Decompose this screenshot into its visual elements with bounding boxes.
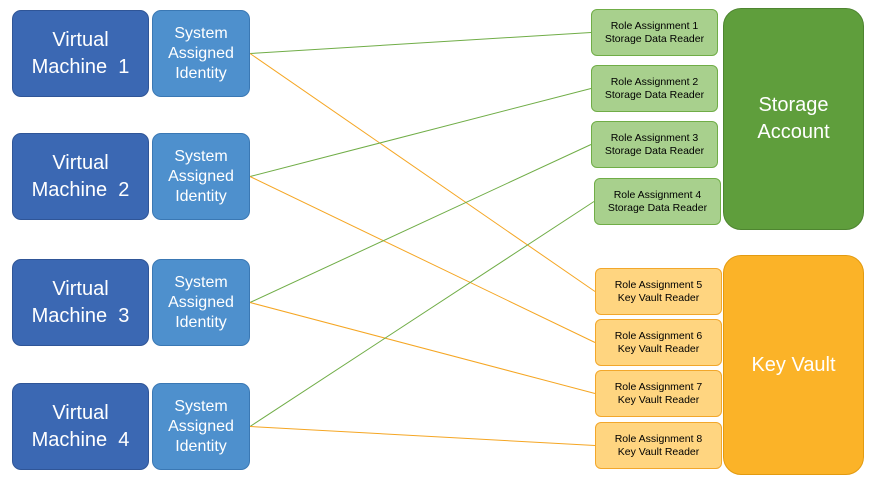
storage-account-line1: Storage bbox=[758, 94, 829, 116]
identity-4-line2: Assigned bbox=[168, 417, 234, 435]
identity-3-box: System Assigned Identity bbox=[152, 259, 250, 346]
connector-identity-3-to-role-3 bbox=[249, 144, 592, 303]
vm-3-label-line1: Virtual bbox=[52, 277, 109, 300]
identity-1-line1: System bbox=[174, 24, 228, 42]
role-assignment-1-title: Role Assignment 1 bbox=[610, 19, 699, 32]
identity-2-line2: Assigned bbox=[168, 167, 234, 185]
role-assignment-8: Role Assignment 8 Key Vault Reader bbox=[595, 422, 722, 469]
role-assignment-5-role: Key Vault Reader bbox=[617, 291, 700, 304]
vm-2-box: Virtual Machine 2 bbox=[12, 133, 149, 220]
role-assignment-8-role: Key Vault Reader bbox=[617, 445, 700, 458]
role-assignment-7: Role Assignment 7 Key Vault Reader bbox=[595, 370, 722, 417]
role-assignment-3-role: Storage Data Reader bbox=[604, 144, 705, 157]
role-assignment-6: Role Assignment 6 Key Vault Reader bbox=[595, 319, 722, 366]
connector-identity-3-to-role-7 bbox=[249, 302, 596, 394]
identity-3-line3: Identity bbox=[175, 313, 227, 331]
storage-account-line2: Account bbox=[757, 121, 830, 143]
role-assignment-2-title: Role Assignment 2 bbox=[610, 75, 699, 88]
role-assignment-4-title: Role Assignment 4 bbox=[613, 188, 702, 201]
identity-4-line1: System bbox=[174, 397, 228, 415]
role-assignment-3: Role Assignment 3 Storage Data Reader bbox=[591, 121, 718, 168]
connector-identity-4-to-role-4 bbox=[249, 201, 595, 427]
vm-3-box: Virtual Machine 3 bbox=[12, 259, 149, 346]
role-assignment-5-title: Role Assignment 5 bbox=[614, 278, 703, 291]
identity-4-box: System Assigned Identity bbox=[152, 383, 250, 470]
role-assignment-1-role: Storage Data Reader bbox=[604, 32, 705, 45]
identity-1-line2: Assigned bbox=[168, 44, 234, 62]
role-assignment-5: Role Assignment 5 Key Vault Reader bbox=[595, 268, 722, 315]
connector-identity-2-to-role-6 bbox=[249, 176, 596, 343]
role-assignment-3-title: Role Assignment 3 bbox=[610, 131, 699, 144]
role-assignment-2: Role Assignment 2 Storage Data Reader bbox=[591, 65, 718, 112]
role-assignment-7-title: Role Assignment 7 bbox=[614, 380, 703, 393]
vm-1-label-line2: Machine 1 bbox=[31, 55, 130, 78]
connector-identity-2-to-role-2 bbox=[249, 88, 592, 177]
storage-account-box: Storage Account bbox=[723, 8, 864, 230]
identity-1-line3: Identity bbox=[175, 64, 227, 82]
identity-1-box: System Assigned Identity bbox=[152, 10, 250, 97]
identity-2-line3: Identity bbox=[175, 187, 227, 205]
vm-2-label-line2: Machine 2 bbox=[31, 178, 130, 201]
identity-3-line1: System bbox=[174, 273, 228, 291]
role-assignment-1: Role Assignment 1 Storage Data Reader bbox=[591, 9, 718, 56]
key-vault-box: Key Vault bbox=[723, 255, 864, 475]
connector-identity-1-to-role-5 bbox=[249, 53, 596, 292]
role-assignment-4: Role Assignment 4 Storage Data Reader bbox=[594, 178, 721, 225]
vm-4-box: Virtual Machine 4 bbox=[12, 383, 149, 470]
role-assignment-6-role: Key Vault Reader bbox=[617, 342, 700, 355]
role-assignment-2-role: Storage Data Reader bbox=[604, 88, 705, 101]
identity-3-line2: Assigned bbox=[168, 293, 234, 311]
role-assignment-8-title: Role Assignment 8 bbox=[614, 432, 703, 445]
identity-4-line3: Identity bbox=[175, 437, 227, 455]
identity-2-line1: System bbox=[174, 147, 228, 165]
key-vault-label: Key Vault bbox=[751, 353, 836, 376]
connector-identity-1-to-role-1 bbox=[249, 32, 592, 54]
connector-identity-4-to-role-8 bbox=[249, 426, 596, 446]
vm-1-box: Virtual Machine 1 bbox=[12, 10, 149, 97]
vm-1-label-line1: Virtual bbox=[52, 28, 109, 51]
vm-2-label-line1: Virtual bbox=[52, 151, 109, 174]
identity-2-box: System Assigned Identity bbox=[152, 133, 250, 220]
vm-4-label-line1: Virtual bbox=[52, 401, 109, 424]
role-assignment-6-title: Role Assignment 6 bbox=[614, 329, 703, 342]
vm-3-label-line2: Machine 3 bbox=[31, 304, 130, 327]
role-assignment-7-role: Key Vault Reader bbox=[617, 393, 700, 406]
role-assignment-4-role: Storage Data Reader bbox=[607, 201, 708, 214]
vm-4-label-line2: Machine 4 bbox=[31, 428, 130, 451]
